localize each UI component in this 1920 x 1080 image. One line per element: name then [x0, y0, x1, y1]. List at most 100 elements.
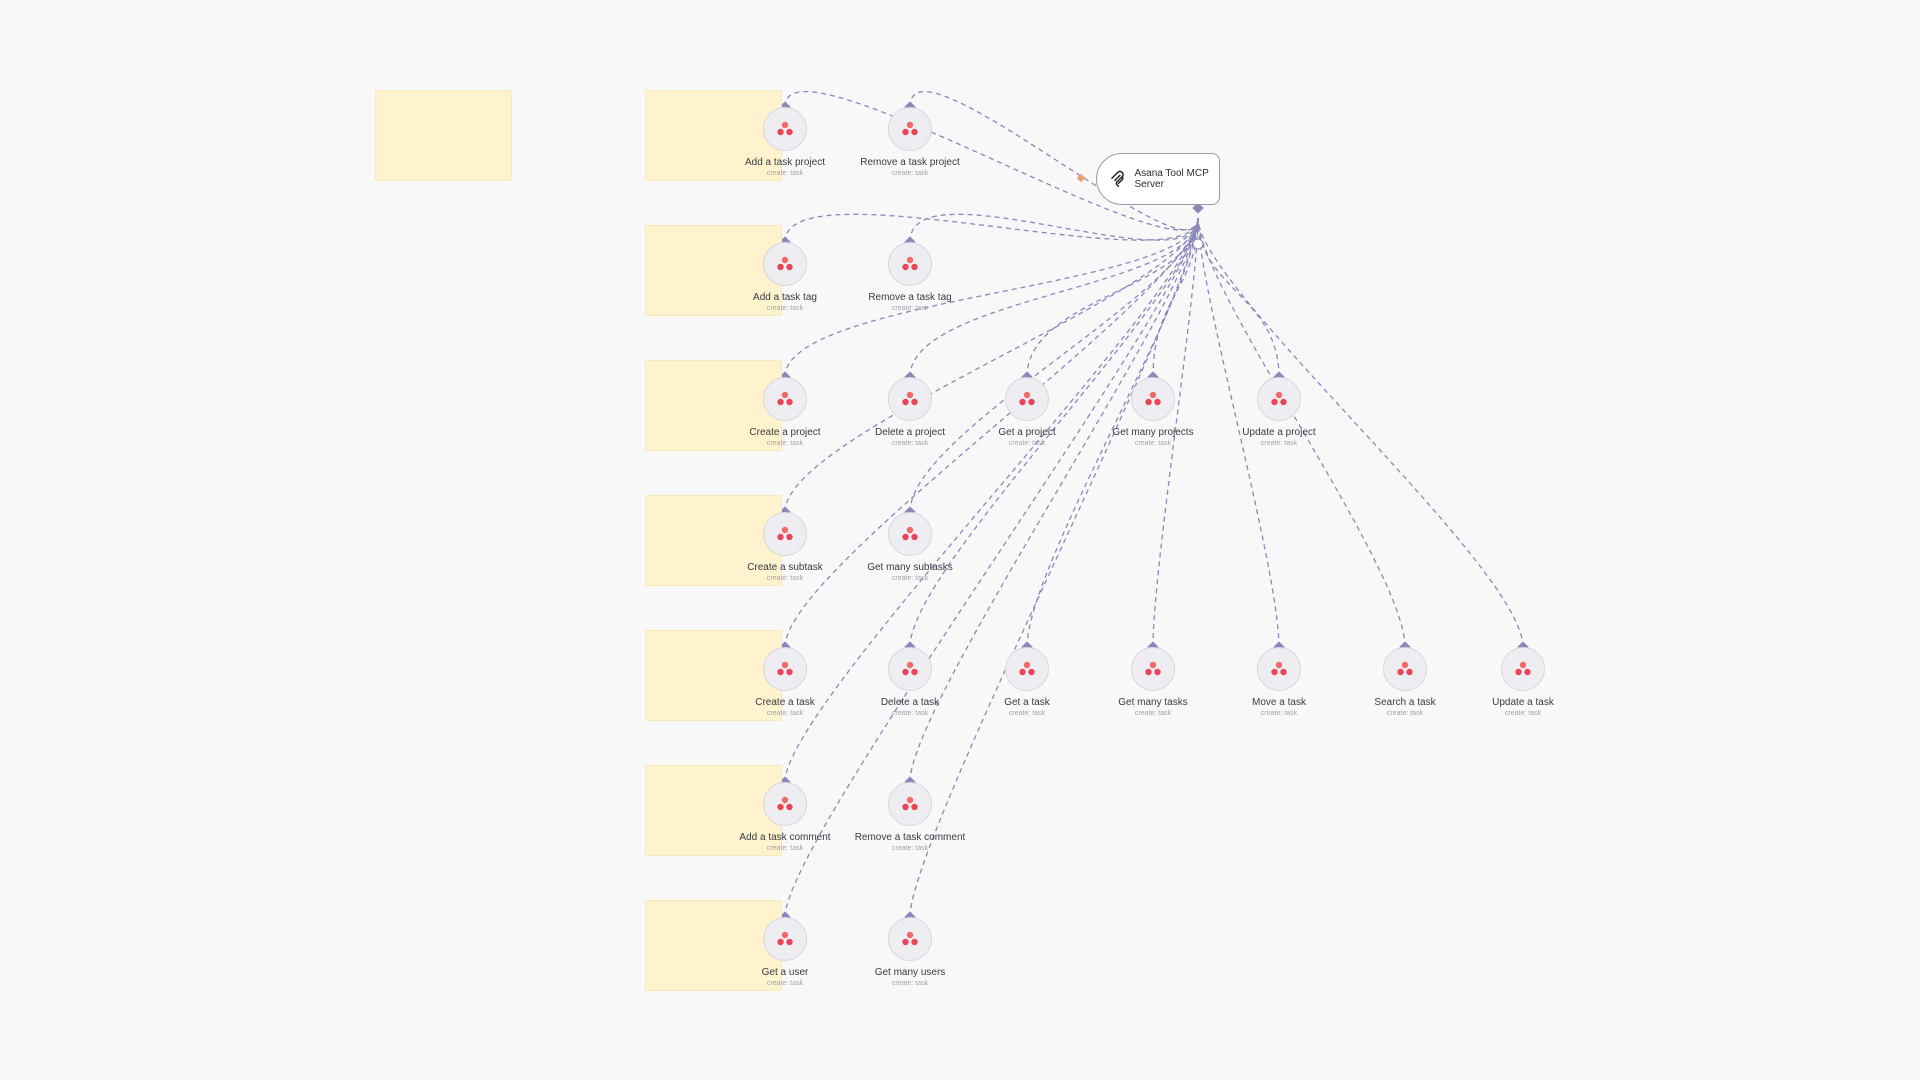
- node-subtitle: create: task: [1260, 710, 1298, 717]
- tool-connection-edge[interactable]: [784, 217, 1199, 378]
- asana-icon: [1145, 391, 1161, 406]
- node-title: Get a user: [761, 967, 809, 978]
- sticky-note[interactable]: [645, 495, 782, 586]
- asana-icon: [1397, 661, 1413, 676]
- tool-connection-edge[interactable]: [909, 217, 1199, 783]
- tool-connection-edge[interactable]: [909, 91, 1199, 231]
- sticky-note[interactable]: [645, 225, 782, 316]
- tool-connection-edge[interactable]: [1197, 217, 1280, 378]
- asana-node-circle[interactable]: [763, 107, 807, 151]
- tool-connection-edge[interactable]: [909, 213, 1199, 243]
- tool-connection-edge[interactable]: [784, 217, 1199, 783]
- asana-node-circle[interactable]: [763, 377, 807, 421]
- node-subtitle: create: task: [1504, 710, 1542, 717]
- sticky-note[interactable]: [645, 900, 782, 991]
- asana-icon: [1515, 661, 1531, 676]
- node-title: Get a task: [1004, 697, 1050, 708]
- node-subtitle: create: task: [766, 980, 804, 987]
- node-title: Delete a task: [880, 697, 940, 708]
- sticky-note[interactable]: [645, 765, 782, 856]
- asana-icon: [902, 931, 918, 946]
- asana-icon: [777, 121, 793, 136]
- asana-tool-node[interactable]: Remove a task tag create: task: [830, 242, 990, 312]
- node-title: Search a task: [1374, 697, 1436, 708]
- node-title: Get many users: [874, 967, 946, 978]
- asana-icon: [902, 661, 918, 676]
- tool-connection-edge[interactable]: [784, 213, 1199, 243]
- tool-connection-edge[interactable]: [784, 91, 1199, 231]
- asana-node-circle[interactable]: [888, 107, 932, 151]
- asana-node-circle[interactable]: [763, 782, 807, 826]
- node-subtitle: create: task: [891, 170, 929, 177]
- tool-connection-edge[interactable]: [909, 217, 1199, 648]
- node-title: Update a project: [1242, 427, 1316, 438]
- asana-node-circle[interactable]: [1501, 647, 1545, 691]
- asana-node-circle[interactable]: [763, 917, 807, 961]
- node-title: Get many projects: [1112, 427, 1194, 438]
- tool-connection-edge[interactable]: [1197, 217, 1406, 648]
- node-title: Add a task tag: [753, 292, 817, 303]
- asana-node-circle[interactable]: [763, 512, 807, 556]
- mcp-server-node[interactable]: Asana Tool MCP Server: [1096, 153, 1220, 205]
- asana-node-circle[interactable]: [1131, 377, 1175, 421]
- tool-connection-edge[interactable]: [784, 217, 1199, 918]
- asana-node-circle[interactable]: [888, 647, 932, 691]
- asana-tool-node[interactable]: Get a user create: task: [705, 917, 865, 987]
- asana-icon: [902, 796, 918, 811]
- mcp-tools-connector[interactable]: [1192, 202, 1204, 214]
- asana-node-circle[interactable]: [763, 242, 807, 286]
- asana-icon: [1145, 661, 1161, 676]
- node-title: Remove a task tag: [868, 292, 952, 303]
- asana-icon: [777, 256, 793, 271]
- node-title: Create a subtask: [747, 562, 823, 573]
- sticky-note[interactable]: [645, 90, 782, 181]
- tool-connection-edge[interactable]: [1197, 217, 1524, 648]
- sticky-note[interactable]: [375, 90, 512, 181]
- sticky-note[interactable]: [645, 360, 782, 451]
- tool-connection-edge[interactable]: [784, 217, 1199, 513]
- tool-connection-edge[interactable]: [909, 217, 1199, 918]
- add-tool-plus-icon[interactable]: [1192, 238, 1204, 250]
- asana-node-circle[interactable]: [1257, 647, 1301, 691]
- asana-node-circle[interactable]: [1131, 647, 1175, 691]
- asana-node-circle[interactable]: [763, 647, 807, 691]
- node-subtitle: create: task: [891, 305, 929, 312]
- asana-node-circle[interactable]: [1383, 647, 1427, 691]
- tool-connection-edge[interactable]: [1197, 217, 1280, 648]
- tool-connection-edge[interactable]: [1026, 217, 1199, 648]
- asana-node-circle[interactable]: [1257, 377, 1301, 421]
- asana-node-circle[interactable]: [1005, 377, 1049, 421]
- sticky-note[interactable]: [645, 630, 782, 721]
- asana-node-circle[interactable]: [888, 782, 932, 826]
- asana-node-circle[interactable]: [888, 377, 932, 421]
- tool-connection-edge[interactable]: [1026, 217, 1199, 378]
- tool-connection-edge[interactable]: [1152, 217, 1199, 648]
- asana-node-circle[interactable]: [888, 512, 932, 556]
- asana-node-circle[interactable]: [888, 242, 932, 286]
- tool-connection-edge[interactable]: [909, 217, 1199, 378]
- asana-node-circle[interactable]: [888, 917, 932, 961]
- asana-icon: [777, 661, 793, 676]
- tool-connection-edge[interactable]: [909, 217, 1199, 513]
- asana-node-circle[interactable]: [1005, 647, 1049, 691]
